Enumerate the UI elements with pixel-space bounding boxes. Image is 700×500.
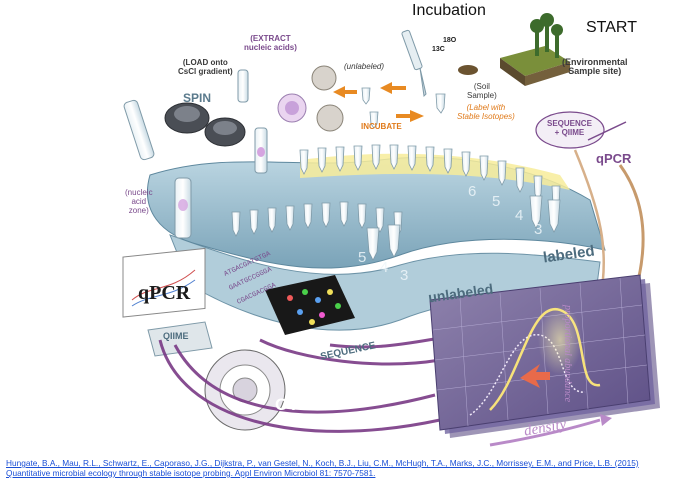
environmental-site-label: (Environmental Sample site)	[562, 57, 628, 76]
soil-sample-label: (Soil Sample)	[467, 82, 497, 100]
unlabeled-top-label: (unlabeled)	[344, 62, 385, 71]
incubation-heading: Incubation	[412, 2, 486, 19]
process-arrows-orange	[333, 82, 424, 122]
qpcr-card	[122, 247, 206, 318]
qiime-label: QIIME	[163, 331, 189, 341]
soil-dish	[458, 65, 478, 75]
svg-text:6: 6	[468, 183, 476, 200]
spin-label: SPIN	[183, 91, 212, 105]
svg-text:5: 5	[358, 249, 366, 266]
fraction-tubes-bottom	[231, 201, 403, 237]
svg-text:4: 4	[380, 259, 388, 276]
sequence-qiime-badge	[535, 111, 627, 149]
environmental-site-block	[500, 13, 570, 86]
centrifuge-rotors	[164, 102, 246, 147]
pipette	[401, 29, 427, 98]
fraction-tubes-top	[299, 144, 561, 211]
extract-label: (EXTRACT nucleic acids)	[244, 34, 297, 52]
otu-label: OTU	[275, 395, 311, 414]
large-tubes	[366, 195, 561, 261]
density-plot-stack	[429, 274, 660, 438]
citation-link[interactable]: Hungate, B.A., Mau, R.L., Schwartz, E., …	[6, 458, 639, 478]
incubate-label: INCUBATE	[361, 122, 402, 131]
nucleic-zone-label: (nucleic acid zone)	[125, 188, 153, 215]
load-label: (LOAD onto CsCl gradient)	[178, 58, 233, 76]
load-tube	[123, 69, 268, 174]
qiime-box	[147, 321, 213, 357]
extraction-vessels	[277, 65, 344, 132]
cscl-gradient-tube	[174, 177, 192, 239]
svg-text:3: 3	[534, 221, 542, 238]
qpcr-left-label: qPCR	[138, 282, 191, 304]
svg-text:5: 5	[492, 193, 500, 210]
sequence-qiime-label: SEQUENCE + QIIME	[547, 119, 592, 137]
svg-text:4: 4	[515, 207, 523, 224]
ribbon-fraction-numbers: 6 5 4 3 5 4 3	[358, 183, 542, 284]
start-heading: START	[586, 19, 637, 36]
proportional-abundance-label: proportional abundance	[562, 305, 573, 403]
density-arrow	[489, 418, 601, 447]
sample-tubes	[361, 87, 446, 129]
qpcr-right-label: qPCR	[596, 151, 632, 166]
isotope-13c: 13C	[432, 46, 445, 53]
flow-arrows-purple	[158, 336, 441, 433]
sequencing-chip	[265, 275, 355, 335]
label-isotopes-label: (Label with Stable Isotopes)	[457, 103, 515, 121]
svg-text:3: 3	[400, 267, 408, 284]
isotope-18o: 18O	[443, 37, 457, 44]
